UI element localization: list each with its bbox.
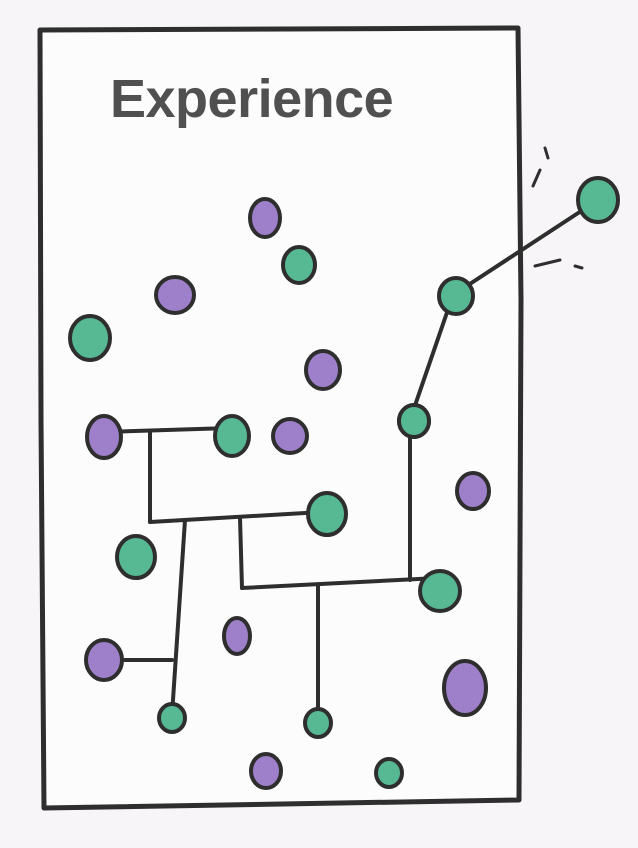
green-node bbox=[213, 414, 251, 458]
connector bbox=[240, 576, 440, 590]
purple-node bbox=[154, 275, 196, 315]
connector bbox=[170, 518, 187, 717]
purple-node bbox=[84, 638, 124, 682]
purple-node bbox=[85, 414, 123, 460]
connector bbox=[238, 516, 244, 590]
green-node bbox=[437, 276, 475, 316]
green-node bbox=[157, 702, 187, 734]
purple-node bbox=[442, 659, 488, 717]
motion-mark bbox=[543, 146, 550, 160]
nodes bbox=[68, 176, 620, 790]
motion-mark bbox=[533, 258, 562, 268]
green-node bbox=[115, 534, 157, 580]
connector bbox=[451, 198, 600, 297]
green-node bbox=[576, 176, 620, 224]
frame-title: Experience bbox=[110, 69, 393, 129]
purple-node bbox=[455, 471, 491, 511]
green-node bbox=[303, 707, 333, 739]
motion-mark bbox=[531, 168, 542, 188]
purple-node bbox=[271, 417, 309, 455]
green-node bbox=[68, 314, 112, 362]
connector bbox=[103, 426, 232, 434]
green-node bbox=[306, 491, 348, 537]
green-node bbox=[418, 569, 462, 613]
purple-node bbox=[222, 616, 252, 656]
connection-lines bbox=[103, 198, 600, 722]
motion-mark bbox=[573, 264, 584, 270]
purple-node bbox=[248, 197, 282, 239]
experience-frame bbox=[37, 25, 524, 811]
green-node bbox=[397, 403, 431, 439]
purple-node bbox=[304, 349, 342, 391]
green-node bbox=[374, 757, 404, 789]
connector bbox=[408, 293, 455, 422]
connector bbox=[148, 510, 324, 524]
motion-marks bbox=[531, 146, 584, 270]
green-node bbox=[281, 245, 317, 285]
purple-node bbox=[249, 752, 283, 790]
